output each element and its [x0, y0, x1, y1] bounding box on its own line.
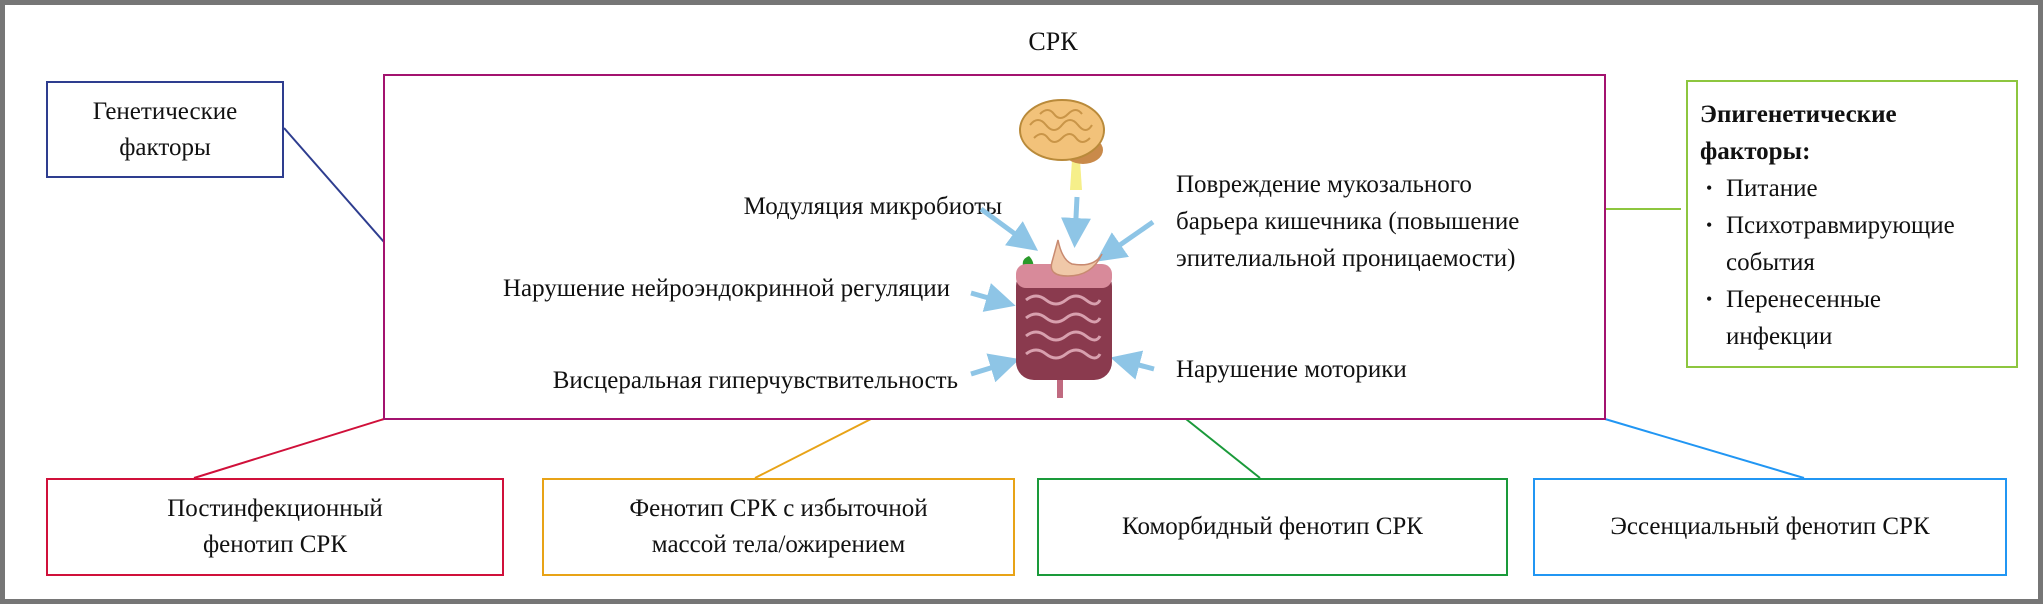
genetic-connector — [283, 127, 385, 243]
mechanism-neuroendocrine: Нарушение нейроэндокринной регуляции — [502, 275, 950, 302]
phenotype-label: Фенотип СРК с избыточной массой тела/ожи… — [629, 495, 928, 558]
diagram-title: СРК — [1028, 27, 1078, 56]
brain-icon — [1019, 99, 1105, 190]
phenotype-connector-3 — [1185, 418, 1261, 479]
phenotype-obesity: Фенотип СРК с избыточной массой тела/ожи… — [542, 478, 1015, 576]
epigenetic-title-line: факторы: — [1700, 138, 1811, 165]
phenotype-label: Коморбидный фенотип СРК — [1122, 513, 1423, 540]
mucosal-line: барьера кишечника (повышение — [1176, 208, 1520, 235]
mechanism-mucosal-barrier: Повреждение мукозального барьера кишечни… — [1176, 166, 1519, 277]
epigenetic-title: Эпигенетические факторы: — [1700, 96, 2016, 170]
epigenetic-list: Питание Психотравмирующие события Перене… — [1700, 170, 2016, 355]
phenotype-connector-1 — [193, 418, 385, 479]
genetic-factors-box: Генетические факторы — [46, 81, 284, 178]
phenotype-label: Постинфекционный фенотип СРК — [167, 495, 383, 558]
arrow-icons — [970, 196, 1155, 383]
list-item: Психотравмирующие события — [1700, 207, 1955, 281]
phenotype-essential: Эссенциальный фенотип СРК — [1533, 478, 2007, 576]
mucosal-line: Повреждение мукозального — [1176, 171, 1472, 198]
phenotype-connector-4 — [1604, 418, 1805, 479]
intestine-icon — [1016, 239, 1112, 398]
phenotype-postinfectious: Постинфекционный фенотип СРК — [46, 478, 504, 576]
genetic-factors-label: Генетические факторы — [92, 97, 238, 161]
list-item: Перенесенные инфекции — [1700, 281, 1926, 355]
epigenetic-factors-box: Эпигенетические факторы: Питание Психотр… — [1686, 80, 2018, 368]
epigenetic-title-line: Эпигенетические — [1700, 101, 1897, 128]
phenotype-comorbid: Коморбидный фенотип СРК — [1037, 478, 1508, 576]
mechanism-visceral: Висцеральная гиперчувствительность — [552, 367, 958, 394]
mucosal-line: эпителиальной проницаемости) — [1176, 245, 1516, 272]
list-item: Питание — [1700, 170, 2016, 207]
phenotype-connector-2 — [754, 418, 872, 479]
mechanism-motility: Нарушение моторики — [1176, 356, 1407, 383]
phenotype-label: Эссенциальный фенотип СРК — [1610, 513, 1930, 540]
main-box — [383, 74, 1606, 420]
mechanism-microbiota: Модуляция микробиоты — [743, 193, 1002, 220]
